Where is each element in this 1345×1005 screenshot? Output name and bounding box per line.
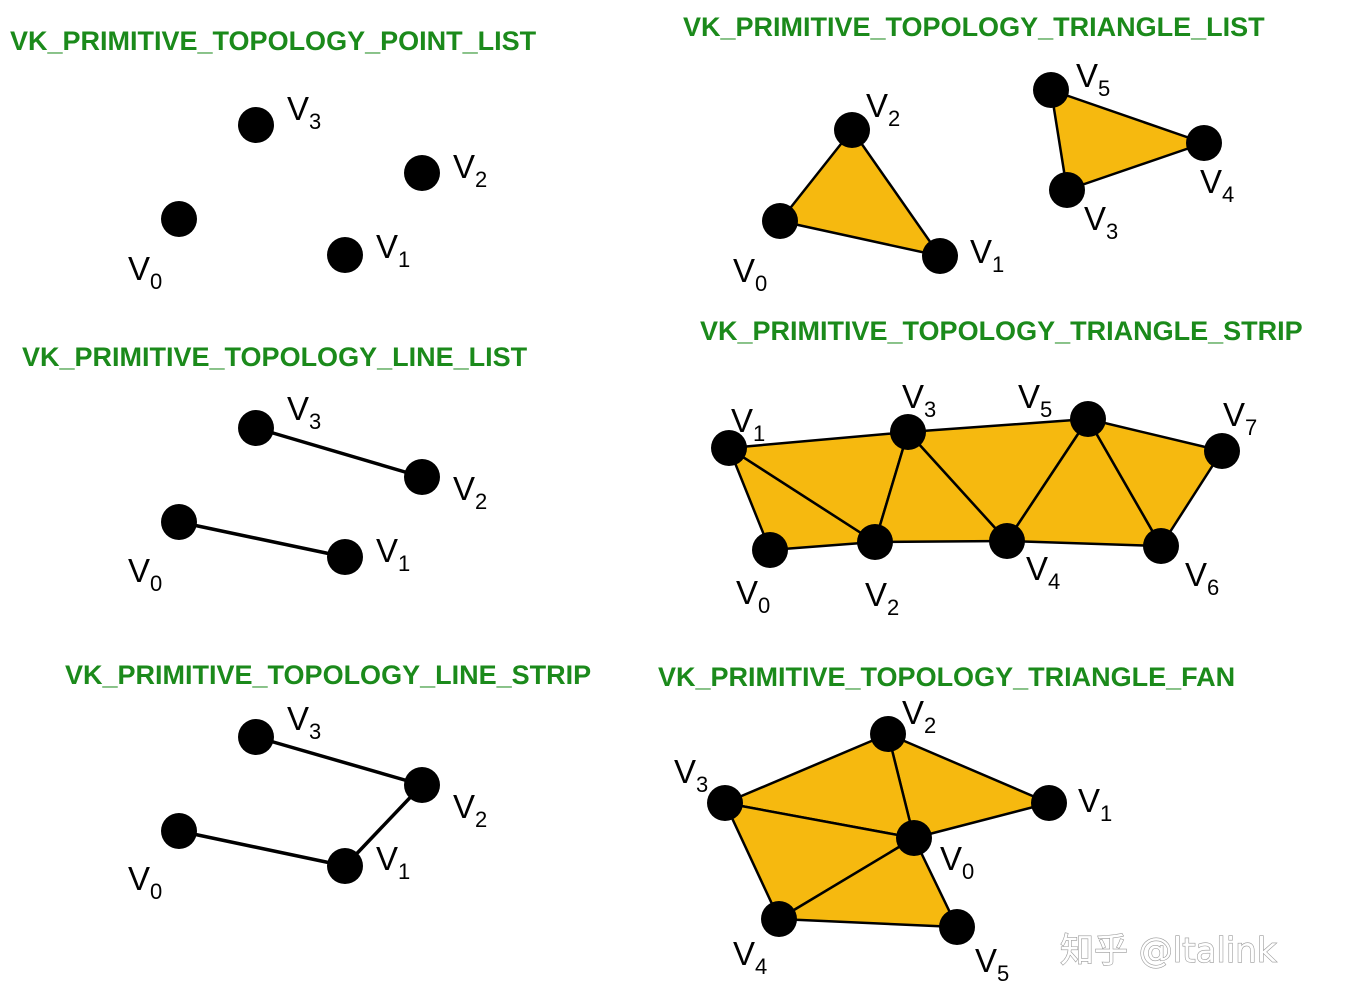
line-list-vertex-3: [238, 410, 274, 446]
triangle-fan-vertex-5: [939, 909, 975, 945]
triangle-list-triangle-1: [1049, 88, 1206, 192]
line-strip-vertex-0: [161, 813, 197, 849]
triangle-fills: [723, 88, 1224, 929]
line-list-label-v3: V3: [287, 390, 321, 434]
triangle-fan-label-v5: V5: [975, 942, 1009, 986]
triangle-strip-vertex-6: [1143, 528, 1179, 564]
line-list-label-v2: V2: [453, 470, 487, 514]
triangle-list-vertex-3: [1049, 172, 1085, 208]
line-strip-edge-1: [343, 783, 424, 868]
triangle-strip-label-v5: V5: [1018, 378, 1052, 422]
point-list-vertex-3: [238, 107, 274, 143]
triangle-list-vertex-2: [834, 112, 870, 148]
triangle-fan-vertex-3: [707, 785, 743, 821]
triangle-strip-label-v6: V6: [1185, 556, 1219, 600]
point-list-vertex-1: [327, 237, 363, 273]
triangle-strip-label-v2: V2: [865, 576, 899, 620]
triangle-strip-triangle-5: [1086, 417, 1224, 548]
line-strip-label-v3: V3: [287, 700, 321, 744]
triangle-list-label-v3: V3: [1084, 200, 1118, 244]
triangle-fan-vertex-1: [1031, 785, 1067, 821]
point-list-vertex-0: [161, 201, 197, 237]
line-strip-label-v0: V0: [128, 860, 162, 904]
line-list-vertex-1: [327, 539, 363, 575]
title-triangle-fan: VK_PRIMITIVE_TOPOLOGY_TRIANGLE_FAN: [658, 662, 1235, 692]
triangle-list-label-v2: V2: [866, 87, 900, 131]
triangle-strip-label-v4: V4: [1026, 550, 1060, 594]
point-list-label-v0: V0: [128, 250, 162, 294]
triangle-strip-label-v1: V1: [731, 402, 765, 446]
watermark: 知乎 @ltalink: [1060, 931, 1277, 971]
line-list-vertex-0: [161, 504, 197, 540]
triangle-list-vertex-4: [1186, 125, 1222, 161]
line-strip-vertex-2: [404, 767, 440, 803]
triangle-list-vertex-5: [1033, 72, 1069, 108]
triangle-list-label-v0: V0: [733, 252, 767, 296]
point-list-label-v3: V3: [287, 90, 321, 134]
triangle-fan-label-v0: V0: [940, 840, 974, 884]
triangle-strip-vertex-4: [989, 523, 1025, 559]
triangle-list-label-v5: V5: [1076, 57, 1110, 101]
point-list-label-v2: V2: [453, 148, 487, 192]
triangle-fan-label-v4: V4: [733, 935, 767, 979]
triangle-list-label-v1: V1: [970, 233, 1004, 277]
line-strip-edge-2: [255, 735, 423, 787]
title-line-list: VK_PRIMITIVE_TOPOLOGY_LINE_LIST: [22, 342, 528, 372]
triangle-list-vertex-1: [922, 238, 958, 274]
triangle-strip-vertex-5: [1070, 401, 1106, 437]
title-triangle-strip: VK_PRIMITIVE_TOPOLOGY_TRIANGLE_STRIP: [700, 316, 1303, 346]
line-list-label-v1: V1: [376, 532, 410, 576]
vertices: [161, 72, 1240, 945]
triangle-strip-label-v3: V3: [902, 378, 936, 422]
title-point-list: VK_PRIMITIVE_TOPOLOGY_POINT_LIST: [10, 26, 537, 56]
triangle-list-vertex-0: [762, 203, 798, 239]
triangle-strip-vertex-2: [857, 524, 893, 560]
line-list-label-v0: V0: [128, 552, 162, 596]
triangle-list-triangle-0: [778, 128, 942, 258]
triangle-fan-label-v1: V1: [1078, 782, 1112, 826]
triangle-strip-vertex-0: [752, 532, 788, 568]
title-line-strip: VK_PRIMITIVE_TOPOLOGY_LINE_STRIP: [65, 660, 591, 690]
line-list-edge-0: [178, 520, 346, 559]
line-strip-edge-0: [178, 829, 346, 868]
line-list-vertex-2: [404, 459, 440, 495]
triangle-list-label-v4: V4: [1200, 163, 1234, 207]
triangle-fan-vertex-4: [761, 901, 797, 937]
line-strip-vertex-3: [238, 719, 274, 755]
line-list-edge-1: [255, 426, 423, 479]
triangle-strip-vertex-1: [711, 430, 747, 466]
triangle-fan-vertex-0: [896, 820, 932, 856]
line-strip-label-v2: V2: [453, 788, 487, 832]
point-list-vertex-2: [404, 155, 440, 191]
triangle-strip-label-v0: V0: [736, 574, 770, 618]
triangle-fan-vertex-2: [870, 716, 906, 752]
line-strip-label-v1: V1: [376, 840, 410, 884]
triangle-strip-vertex-3: [890, 414, 926, 450]
vertex-labels: V0V1V2V3V0V1V2V3V4V5V0V1V2V3V0V1V2V3V4V5…: [128, 57, 1257, 986]
edges: [178, 426, 424, 868]
line-strip-vertex-1: [327, 848, 363, 884]
triangle-fan-label-v2: V2: [902, 694, 936, 738]
point-list-label-v1: V1: [376, 228, 410, 272]
triangle-fan-triangle-3: [777, 836, 959, 929]
triangle-fan-label-v3: V3: [674, 753, 708, 797]
triangle-strip-vertex-7: [1204, 433, 1240, 469]
triangle-strip-label-v7: V7: [1223, 396, 1257, 440]
title-triangle-list: VK_PRIMITIVE_TOPOLOGY_TRIANGLE_LIST: [683, 12, 1265, 42]
